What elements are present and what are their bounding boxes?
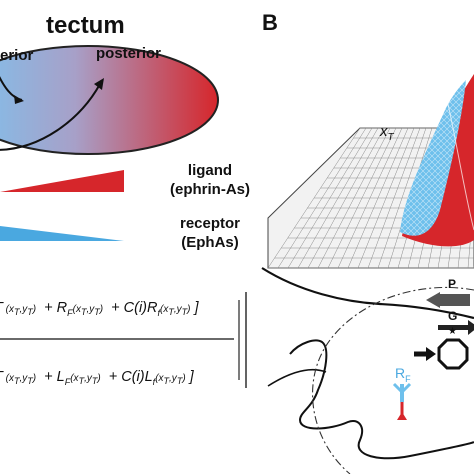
grid-line-slanted [317,127,391,269]
receptor-label-line2: (EphAs) [181,234,239,251]
g-label: G [448,309,458,323]
denominator-term-1: T (xT,yT) [0,369,37,386]
ligand-label: ligand (ephrin-As) [150,163,270,197]
grid-line-slanted [307,127,385,269]
axis-xt-sub: T [387,132,394,143]
p-arrow [426,292,470,308]
anterior-label: erior [0,47,34,64]
grid-line-slanted [327,127,397,269]
simulated-projection-surface [400,74,474,247]
numerator-term-3: + C(i)Rf(xT,yT) ] [107,300,199,318]
anterior-arrowhead [14,95,24,104]
grid-line-slanted [467,195,474,269]
posterior-arrowhead [94,78,104,90]
growth-cone-octagon [437,338,469,370]
p-label: P [448,277,457,291]
tectum-title: tectum [46,12,125,39]
numerator-term-2: + RF(xT,yT) [40,300,104,318]
grid-line-slanted [347,127,409,269]
equation-numerator: T (xT,yT) + RF(xT,yT) + C(i)Rf(xT,yT) ] [0,300,199,318]
grid-line-slanted [367,127,421,269]
grid-line-slanted [357,127,415,269]
g-arrow [438,320,474,335]
posterior-label: posterior [96,45,162,62]
grid-line-slanted [297,127,379,269]
receptor-label-line1: receptor [179,215,241,232]
black-arrowhead [426,347,436,361]
numerator-term-1: T (xT,yT) [0,300,37,317]
rf-label-base: R [395,365,406,381]
retina-layer [267,368,327,387]
ligand-label-line2: (ephrin-As) [170,181,250,198]
equation-denominator: T (xT,yT) + LF(xT,yT) + C(i)Lf(xT,yT) ] [0,369,194,387]
retina-outline [289,339,474,460]
eye-outline [261,267,474,320]
denominator-term-3: + C(i)Lf(xT,yT) ] [104,369,194,387]
posterior-projection-arrow [0,83,101,151]
ligand-label-line1: ligand [187,162,233,179]
ligand-gradient-wedge [0,170,124,192]
receptor-label: receptor (EphAs) [150,216,270,250]
panel-b-letter: B [262,10,278,35]
receptor-rf-symbol [392,382,412,420]
denominator-term-2: + LF(xT,yT) [40,369,101,387]
grid-line-slanted [377,127,427,269]
axis-xt-label: xT [380,124,394,143]
grid-line-slanted [337,127,403,269]
star-symbol: ★ [448,326,457,337]
rf-label-sub: F [405,373,411,384]
dash-dot-circle [312,286,474,474]
grid-line-slanted [287,127,373,269]
axis-xt-base: x [380,123,388,140]
receptor-gradient-wedge [0,226,124,241]
tectum-ellipse [0,45,219,155]
rf-label: RF [395,366,411,384]
grid-line-slanted [277,127,367,269]
grid-line-slanted [267,127,361,269]
